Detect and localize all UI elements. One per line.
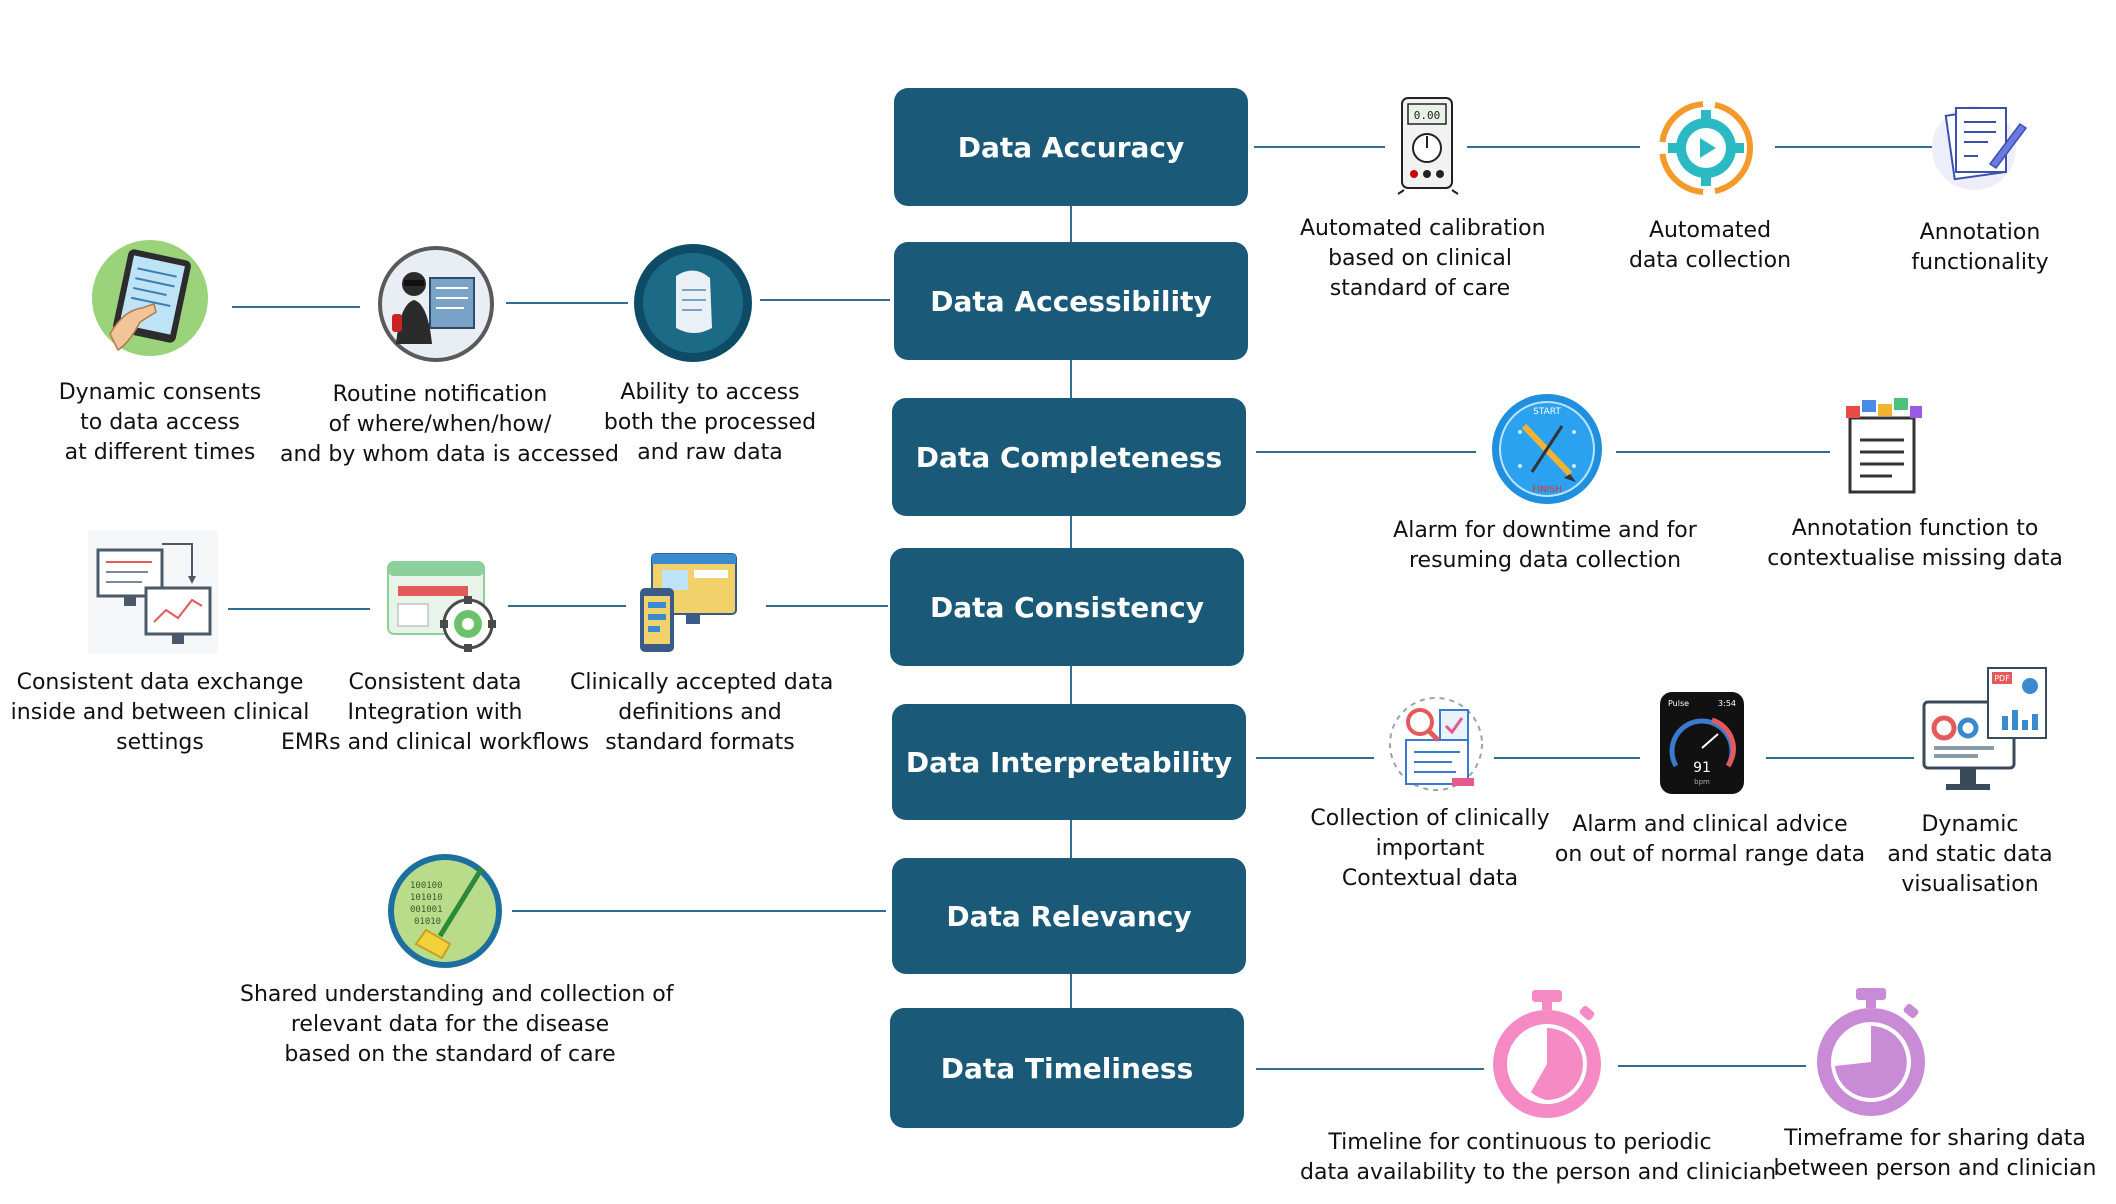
svg-text:Pulse: Pulse: [1668, 699, 1689, 708]
devices-formats-icon: [638, 548, 742, 658]
svg-text:001001: 001001: [410, 905, 443, 915]
tablet-consent-icon: [90, 238, 210, 358]
box-data-timeliness: Data Timeliness: [890, 1008, 1244, 1128]
box-data-accessibility: Data Accessibility: [894, 242, 1248, 360]
box-data-relevancy: Data Relevancy: [892, 858, 1246, 974]
box-data-interpretability: Data Interpretability: [892, 704, 1246, 820]
data-access-glow-icon: [632, 242, 754, 364]
purple-timer-icon: [1810, 986, 1932, 1116]
svg-text:91: 91: [1693, 760, 1711, 776]
svg-text:START: START: [1533, 407, 1561, 417]
pink-timer-icon: [1486, 988, 1608, 1118]
svg-text:FINISH: FINISH: [1532, 485, 1562, 495]
data-cleaning-broom-icon: 100100 101010 001001 01010: [386, 852, 504, 970]
contextual-data-search-icon: [1382, 694, 1488, 794]
box-data-consistency: Data Consistency: [890, 548, 1244, 666]
box-data-accuracy: Data Accuracy: [894, 88, 1248, 206]
svg-text:101010: 101010: [410, 893, 443, 903]
svg-text:3:54: 3:54: [1718, 699, 1736, 708]
annotation-document-icon: [1928, 98, 2028, 194]
hacker-laptop-icon: [376, 244, 496, 364]
data-exchange-monitors-icon: [88, 530, 218, 654]
automation-gear-icon: [1653, 96, 1759, 200]
svg-text:100100: 100100: [410, 881, 443, 891]
svg-text:bpm: bpm: [1694, 778, 1710, 786]
smartwatch-pulse-icon: Pulse 3:54 91 bpm: [1658, 690, 1746, 796]
multimeter-icon: 0.00: [1396, 96, 1460, 196]
svg-text:01010: 01010: [414, 917, 441, 927]
clipboard-notes-icon: [1832, 392, 1932, 496]
integration-gear-window-icon: [380, 554, 502, 654]
box-data-completeness: Data Completeness: [892, 398, 1246, 516]
svg-text:PDF: PDF: [1994, 674, 2010, 683]
stopwatch-alarm-icon: START FINISH: [1490, 392, 1604, 506]
svg-text:0.00: 0.00: [1414, 109, 1441, 122]
dashboard-visualisation-icon: PDF: [1918, 664, 2050, 800]
